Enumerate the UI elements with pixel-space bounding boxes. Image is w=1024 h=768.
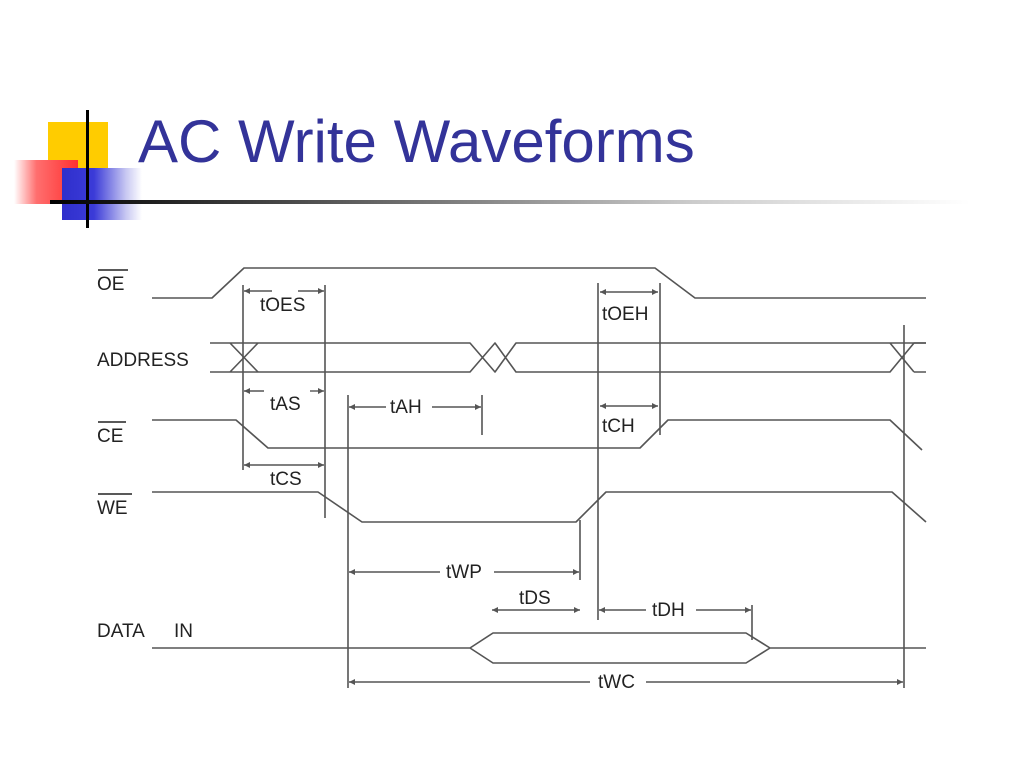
tcs-label: tCS — [270, 469, 302, 490]
twp-label: tWP — [446, 562, 482, 583]
slide-title: AC Write Waveforms — [138, 108, 695, 175]
data-in-waveform — [152, 632, 926, 664]
ce-label: CE — [97, 426, 123, 447]
tds-label: tDS — [519, 588, 551, 609]
toeh-label: tOEH — [602, 304, 648, 325]
address-waveform-lower — [210, 342, 926, 373]
tch-label: tCH — [602, 416, 635, 437]
data-in-label-in: IN — [174, 621, 193, 642]
address-waveform-upper — [210, 342, 926, 373]
slide-logo — [0, 0, 150, 240]
twc-label: tWC — [598, 672, 635, 693]
ce-waveform — [152, 419, 923, 451]
toes-label: tOES — [260, 295, 305, 316]
logo-vertical-line — [86, 110, 89, 228]
we-waveform — [152, 491, 927, 523]
tah-label: tAH — [390, 397, 422, 418]
oe-waveform — [152, 267, 926, 299]
tdh-label: tDH — [652, 600, 685, 621]
data-in-label-data: DATA — [97, 621, 145, 642]
address-label: ADDRESS — [97, 350, 189, 371]
we-label: WE — [97, 498, 128, 519]
title-underline — [50, 200, 970, 204]
tas-label: tAS — [270, 394, 301, 415]
reference-lines — [242, 283, 905, 688]
logo-blue-square — [62, 168, 142, 220]
oe-label: OE — [97, 274, 124, 295]
